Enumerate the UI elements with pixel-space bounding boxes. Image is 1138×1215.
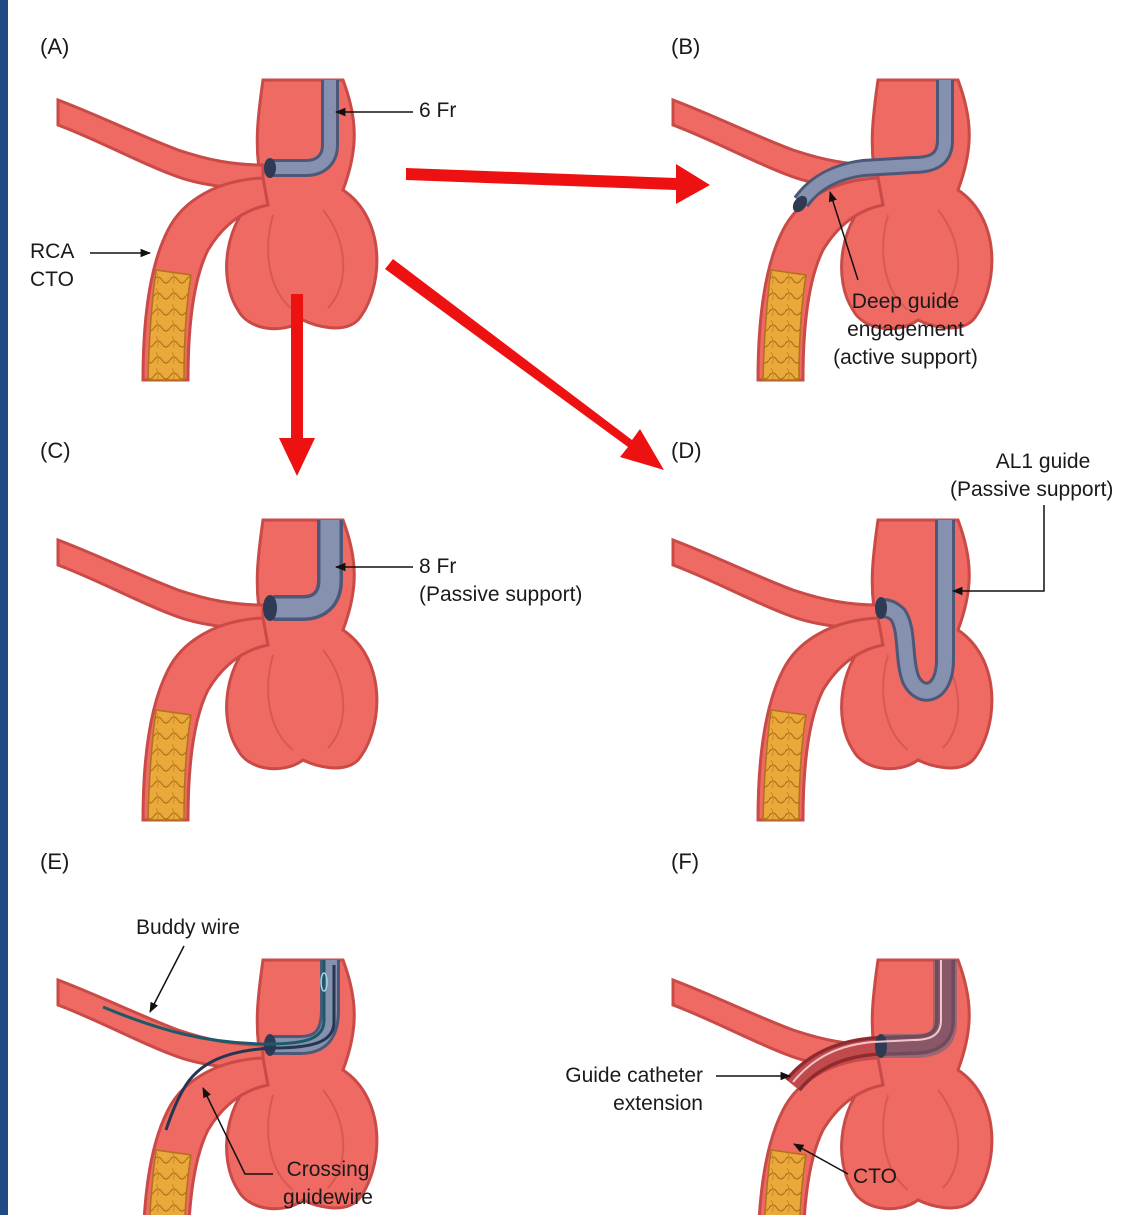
label-deep-guide-3: (active support) [808, 344, 1003, 372]
label-al1-guide: AL1 guide [943, 448, 1138, 476]
panel-d-letter: (D) [671, 437, 702, 465]
panel-a-letter: (A) [40, 33, 69, 61]
label-deep-guide-2: engagement [808, 316, 1003, 344]
panel-e-letter: (E) [40, 848, 69, 876]
panel-d-anatomy [673, 520, 992, 820]
label-deep-guide-1: Deep guide [808, 288, 1003, 316]
label-buddy-wire: Buddy wire [136, 914, 240, 942]
label-6fr: 6 Fr [419, 97, 456, 125]
pointer-buddy-wire [150, 946, 184, 1012]
label-cto-a: CTO [30, 266, 74, 294]
label-crossing-2: guidewire [268, 1184, 388, 1212]
figure-canvas: (A) (B) (C) (D) (E) (F) 6 Fr RCA CTO Dee… [8, 0, 1138, 1215]
panel-b-letter: (B) [671, 33, 700, 61]
panel-f-anatomy [673, 960, 992, 1215]
label-rca: RCA [30, 238, 74, 266]
arrow-a-to-d [385, 259, 664, 470]
panel-c-anatomy [58, 520, 377, 820]
label-8fr-passive: (Passive support) [419, 581, 582, 609]
label-cto-f: CTO [853, 1163, 897, 1191]
label-al1-passive: (Passive support) [950, 476, 1113, 504]
label-extension-1: Guide catheter [528, 1062, 703, 1090]
panel-c-letter: (C) [40, 437, 71, 465]
panel-a-anatomy [58, 80, 377, 380]
label-crossing-1: Crossing [268, 1156, 388, 1184]
panel-f-letter: (F) [671, 848, 699, 876]
label-8fr: 8 Fr [419, 553, 456, 581]
arrow-a-to-b [406, 164, 710, 204]
label-extension-2: extension [528, 1090, 703, 1118]
